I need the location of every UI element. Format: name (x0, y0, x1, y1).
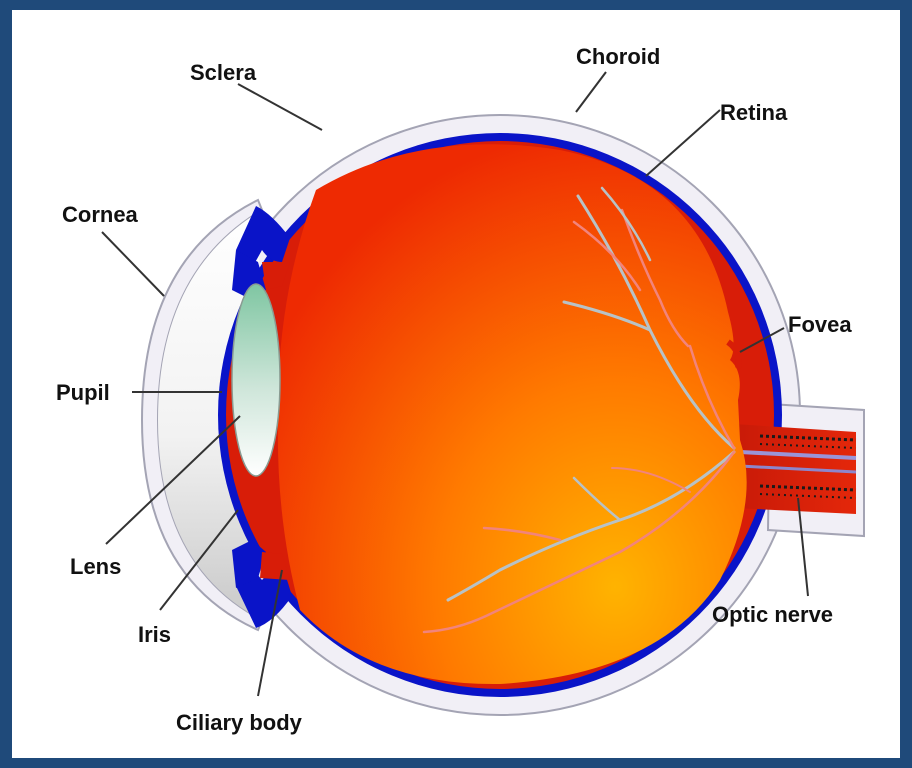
leader-retina (646, 110, 720, 176)
label-ciliary-body: Ciliary body (176, 710, 303, 735)
label-iris: Iris (138, 622, 171, 647)
label-retina: Retina (720, 100, 788, 125)
leader-choroid (576, 72, 606, 112)
label-pupil: Pupil (56, 380, 110, 405)
leader-cornea (102, 232, 164, 296)
label-lens: Lens (70, 554, 121, 579)
lens-shape (232, 284, 280, 476)
label-fovea: Fovea (788, 312, 852, 337)
label-optic-nerve: Optic nerve (712, 602, 833, 627)
leader-sclera (238, 84, 322, 130)
label-cornea: Cornea (62, 202, 139, 227)
eye-anatomy-diagram: Sclera Choroid Retina Cornea Fovea Pupil… (12, 10, 900, 758)
label-sclera: Sclera (190, 60, 257, 85)
label-choroid: Choroid (576, 44, 660, 69)
diagram-panel: Sclera Choroid Retina Cornea Fovea Pupil… (12, 10, 900, 758)
